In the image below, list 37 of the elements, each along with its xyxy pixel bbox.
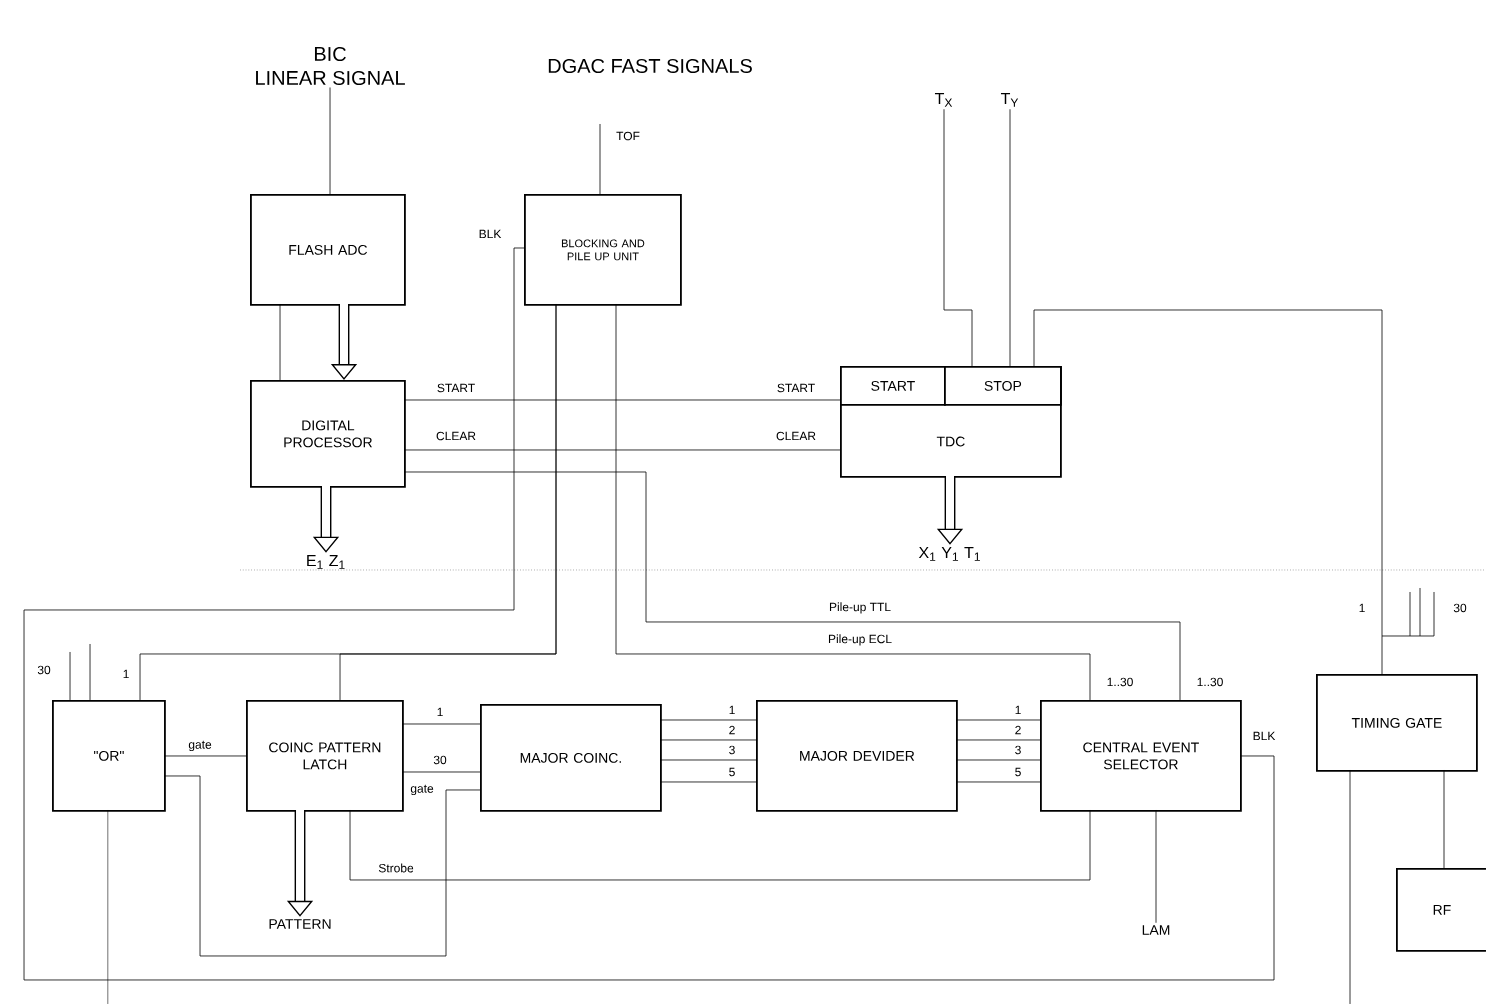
signal-label: E$_{1}$ Z$_{1}$ — [307, 555, 345, 569]
signal-line — [1155, 809, 1157, 924]
signal-line — [401, 771, 481, 773]
signal-line — [107, 809, 109, 1004]
signal-line — [1443, 769, 1445, 869]
signal-line — [339, 303, 557, 701]
signal-line — [1033, 309, 1383, 675]
signal-label: T$_{X}$ — [934, 93, 953, 107]
signal-line — [943, 108, 973, 367]
signal-line — [955, 739, 1041, 741]
signal-line — [955, 759, 1041, 761]
heading: DGAC FAST SIGNALS — [546, 57, 754, 75]
signal-line — [1009, 108, 1011, 367]
signal-line — [279, 303, 281, 381]
signal-line — [403, 399, 841, 401]
signal-line — [659, 781, 757, 783]
signal-line — [163, 775, 481, 957]
signal-line — [659, 739, 757, 741]
signal-line — [599, 123, 601, 195]
signal-line — [615, 303, 1091, 701]
signal-line — [349, 809, 1091, 881]
signal-line — [659, 759, 757, 761]
signal-line — [401, 723, 481, 725]
signal-line — [163, 755, 247, 757]
signal-label: T$_{Y}$ — [1000, 93, 1019, 107]
signal-label: X$_{1}$ Y$_{1}$ T$_{1}$ — [918, 547, 980, 561]
signal-line — [89, 643, 91, 701]
signal-line — [659, 719, 757, 721]
signal-line — [403, 449, 841, 451]
signal-line — [955, 719, 1041, 721]
signal-line — [329, 87, 331, 195]
signal-line — [403, 471, 1181, 701]
signal-line — [1349, 769, 1351, 1004]
signal-line — [69, 651, 71, 701]
signal-line — [955, 781, 1041, 783]
signal-label: BIC LINEAR SIGNAL — [256, 46, 405, 86]
signal-line — [23, 247, 1275, 981]
